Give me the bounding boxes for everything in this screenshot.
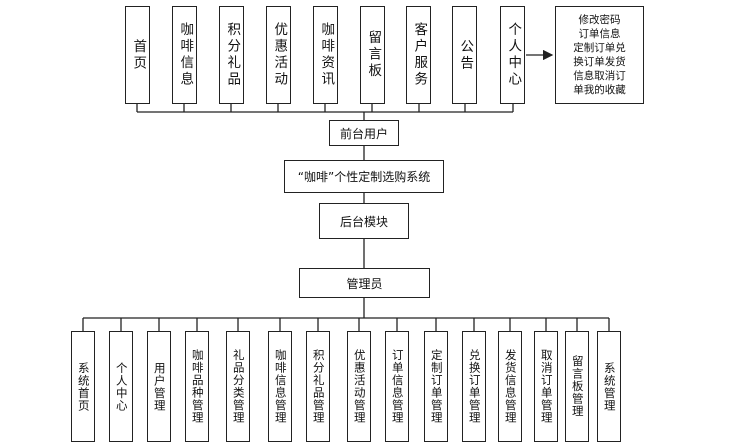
node-label: 发货信息管理	[503, 349, 518, 424]
top-node-points-gifts: 积分礼品	[219, 6, 244, 104]
detail-line: 定制订单兑	[573, 42, 626, 54]
system-node: “咖啡”个性定制选购系统	[284, 160, 444, 193]
top-node-promotions: 优惠活动	[266, 6, 291, 104]
top-node-coffee-info: 咖啡信息	[172, 6, 197, 104]
node-label: 咖啡信息	[177, 22, 194, 88]
bottom-node-points-gift-mgmt: 积分礼品管理	[306, 331, 330, 442]
bottom-node-coffee-variety-mgmt: 咖啡品种管理	[185, 331, 209, 442]
node-label: “咖啡”个性定制选购系统	[297, 170, 431, 184]
detail-line: 单我的收藏	[573, 84, 626, 96]
frontend-user-node: 前台用户	[329, 120, 399, 146]
bottom-node-custom-order-mgmt: 定制订单管理	[424, 331, 448, 442]
node-label: 优惠活动管理	[352, 349, 367, 424]
node-label: 兑换订单管理	[467, 349, 482, 424]
bottom-node-shipping-info-mgmt: 发货信息管理	[498, 331, 522, 442]
personal-center-detail: 修改密码 订单信息 定制订单兑 换订单发货 信息取消订 单我的收藏	[555, 6, 644, 104]
top-node-customer-service: 客户服务	[406, 6, 431, 104]
bottom-node-order-info-mgmt: 订单信息管理	[385, 331, 409, 442]
node-label: 前台用户	[339, 126, 388, 141]
top-node-coffee-news: 咖啡资讯	[313, 6, 338, 104]
bottom-node-system-mgmt: 系统管理	[597, 331, 621, 442]
personal-center-detail-text: 修改密码 订单信息 定制订单兑 换订单发货 信息取消订 单我的收藏	[570, 11, 629, 99]
node-label: 管理员	[346, 276, 383, 291]
node-label: 定制订单管理	[429, 349, 444, 424]
top-node-personal-center: 个人中心	[500, 6, 525, 104]
detail-line: 换订单发货	[573, 56, 626, 68]
bottom-node-message-board-mgmt: 留言板管理	[565, 331, 589, 442]
backend-module-node: 后台模块	[319, 203, 409, 239]
node-label: 订单信息管理	[390, 349, 405, 424]
bottom-node-system-home: 系统首页	[71, 331, 95, 442]
bottom-node-cancel-order-mgmt: 取消订单管理	[534, 331, 558, 442]
node-label: 用户管理	[152, 361, 167, 412]
bottom-node-user-mgmt: 用户管理	[147, 331, 171, 442]
node-label: 后台模块	[339, 214, 388, 229]
node-label: 公告	[457, 38, 474, 72]
bottom-node-gift-category-mgmt: 礼品分类管理	[226, 331, 250, 442]
top-node-home: 首页	[125, 6, 150, 104]
node-label: 个人中心	[114, 361, 129, 412]
node-label: 留言板管理	[570, 355, 585, 418]
bottom-node-promotion-mgmt: 优惠活动管理	[347, 331, 371, 442]
node-label: 积分礼品	[224, 22, 241, 88]
detail-line: 修改密码	[578, 14, 621, 26]
node-label: 个人中心	[505, 22, 522, 88]
node-label: 咖啡资讯	[318, 22, 335, 88]
node-label: 优惠活动	[271, 22, 288, 88]
node-label: 取消订单管理	[539, 349, 554, 424]
detail-line: 信息取消订	[573, 70, 626, 82]
node-label: 积分礼品管理	[311, 349, 326, 424]
node-label: 系统管理	[602, 361, 617, 412]
bottom-node-personal-center: 个人中心	[109, 331, 133, 442]
detail-line: 订单信息	[578, 28, 621, 40]
node-label: 咖啡品种管理	[190, 349, 205, 424]
top-node-announcement: 公告	[452, 6, 477, 104]
node-label: 客户服务	[411, 22, 428, 88]
node-label: 留言板	[365, 30, 382, 80]
admin-node: 管理员	[299, 268, 430, 298]
top-node-message-board: 留言板	[360, 6, 385, 104]
node-label: 首页	[130, 38, 147, 72]
bottom-node-redeem-order-mgmt: 兑换订单管理	[462, 331, 486, 442]
bottom-node-coffee-info-mgmt: 咖啡信息管理	[268, 331, 292, 442]
node-label: 礼品分类管理	[231, 349, 246, 424]
node-label: 咖啡信息管理	[273, 349, 288, 424]
node-label: 系统首页	[76, 361, 91, 412]
